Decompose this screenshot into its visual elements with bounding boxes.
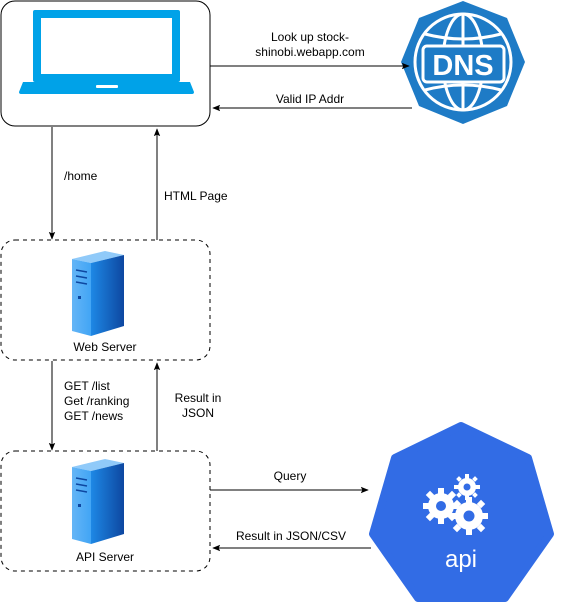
web-server-node: Web Server — [0, 239, 211, 361]
api-request-label-1: GET /list — [64, 379, 110, 393]
server-icon — [72, 459, 124, 544]
dns-request-label-2: shinobi.webapp.com — [255, 45, 364, 59]
dns-request-label-1: Look up stock- — [271, 30, 349, 44]
api-server-node: API Server — [0, 450, 211, 572]
html-response-label: HTML Page — [164, 189, 228, 203]
api-gears-icon: api — [369, 422, 554, 602]
dns-globe-icon: DNS — [401, 1, 525, 124]
query-response-label: Result in JSON/CSV — [236, 529, 346, 543]
query-request-label: Query — [274, 469, 307, 483]
laptop-icon — [19, 10, 194, 94]
api-server-label: API Server — [76, 550, 134, 564]
client-node — [0, 0, 211, 127]
server-icon — [72, 251, 124, 336]
dns-text: DNS — [432, 50, 493, 82]
api-request-label-3: GET /news — [64, 409, 123, 423]
home-request-label: /home — [64, 169, 98, 183]
api-response-label-1: Result in — [175, 391, 222, 405]
api-response-label-2: JSON — [182, 406, 214, 420]
api-text: api — [445, 546, 477, 573]
api-node: api — [369, 422, 554, 602]
api-request-label-2: Get /ranking — [64, 394, 129, 408]
dns-node: DNS — [401, 1, 525, 124]
web-server-label: Web Server — [73, 340, 136, 354]
dns-response-label: Valid IP Addr — [276, 92, 344, 106]
